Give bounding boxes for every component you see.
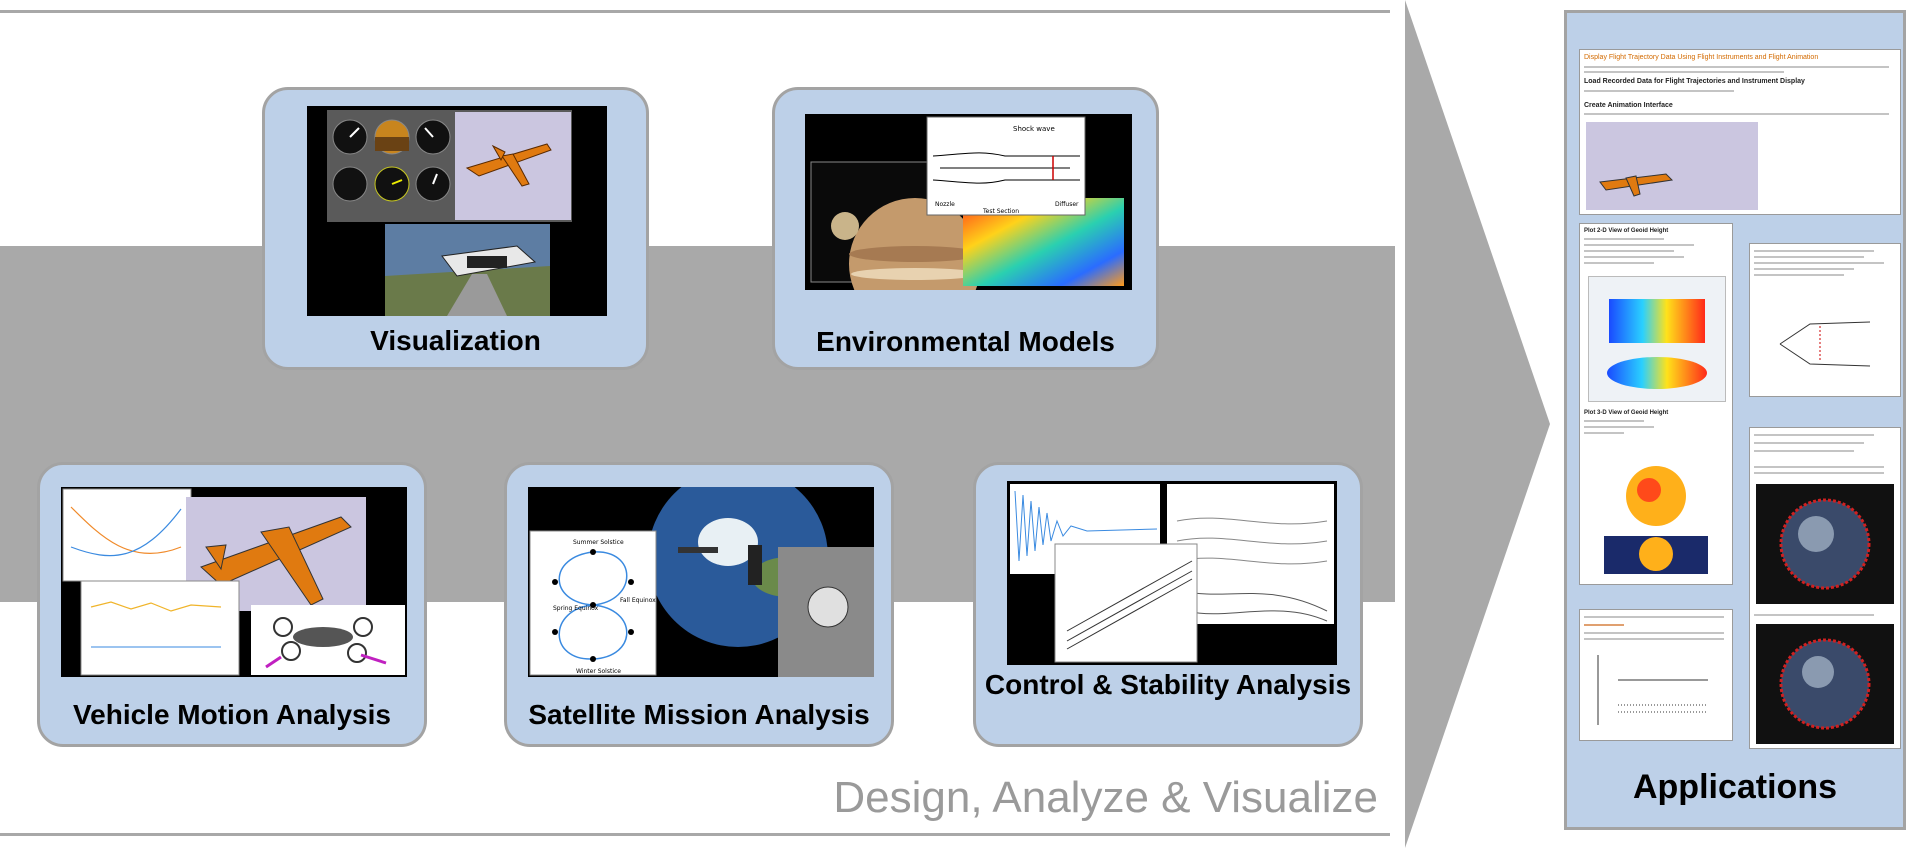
gauge-dials <box>332 119 451 202</box>
visualization-thumbnail <box>307 106 607 316</box>
timeline-figure <box>1597 655 1708 725</box>
doc2-heading: Plot 2-D View of Geoid Height <box>1584 228 1669 234</box>
shock-wave-text: Shock wave <box>1013 125 1055 133</box>
vehicle-motion-thumbnail <box>61 487 407 677</box>
satellite-mission-thumbnail: Summer Solstice Spring Equinox Fall Equi… <box>528 487 874 677</box>
winter-solstice-text: Winter Solstice <box>576 668 621 675</box>
environmental-thumbnail: Shock wave Nozzle Test Section Diffuser <box>805 114 1132 290</box>
app-doc-inlet[interactable] <box>1749 243 1901 397</box>
nozzle-text: Nozzle <box>935 201 955 208</box>
doc1-title: Display Flight Trajectory Data Using Fli… <box>1584 54 1819 61</box>
inlet-diagram <box>1779 321 1871 367</box>
summer-solstice-text: Summer Solstice <box>573 539 624 546</box>
satellite-mission-label: Satellite Mission Analysis <box>528 699 870 730</box>
control-plots-collage-image <box>1007 481 1337 665</box>
doc2-heading-3d: Plot 3-D View of Geoid Height <box>1584 410 1669 416</box>
doc1-plane-icon <box>1599 173 1674 197</box>
app-doc-timeline[interactable] <box>1579 609 1733 741</box>
app-doc-ground-station[interactable] <box>1749 427 1901 749</box>
test-section-text: Test Section <box>982 208 1019 215</box>
satellite-mission-card[interactable]: Summer Solstice Spring Equinox Fall Equi… <box>504 462 894 747</box>
applications-panel: Display Flight Trajectory Data Using Fli… <box>1564 10 1906 830</box>
flight-instruments-image <box>307 106 607 316</box>
vehicle-motion-label: Vehicle Motion Analysis <box>73 699 391 730</box>
ground-station-globe-2 <box>1756 624 1894 744</box>
flow-arrow <box>1395 0 1550 848</box>
vehicle-motion-collage-image <box>61 487 407 677</box>
footer-caption: Design, Analyze & Visualize <box>833 773 1378 822</box>
quadcopter-icon <box>265 617 387 669</box>
vehicle-motion-card[interactable]: Vehicle Motion Analysis <box>37 462 427 747</box>
app-doc-flight-trajectory[interactable]: Display Flight Trajectory Data Using Fli… <box>1579 49 1901 215</box>
visualization-label: Visualization <box>370 325 541 356</box>
doc2-globe-figure <box>1604 454 1708 574</box>
app-doc-geoid-height[interactable]: Plot 2-D View of Geoid Height Plot 3- <box>1579 223 1733 585</box>
doc1-heading-load: Load Recorded Data for Flight Trajectori… <box>1584 78 1805 85</box>
environmental-models-label: Environmental Models <box>816 326 1115 357</box>
environment-collage-image: Shock wave Nozzle Test Section Diffuser <box>805 114 1132 290</box>
applications-title: Applications <box>1632 768 1838 806</box>
orange-plane-icon <box>465 143 552 187</box>
doc1-heading-animation: Create Animation Interface <box>1584 102 1673 109</box>
bottom-rule <box>0 833 1390 836</box>
environmental-models-card[interactable]: Shock wave Nozzle Test Section Diffuser … <box>772 87 1159 370</box>
diffuser-text: Diffuser <box>1055 201 1079 208</box>
control-stability-card[interactable]: Control & Stability Analysis <box>973 462 1363 747</box>
spring-equinox-text: Spring Equinox <box>553 605 599 612</box>
ground-station-globe-1 <box>1756 484 1894 604</box>
control-stability-label: Control & Stability Analysis <box>984 669 1352 700</box>
control-stability-thumbnail <box>1007 481 1337 665</box>
spacecraft-icon <box>441 245 537 277</box>
doc2-map-figure <box>1588 276 1726 402</box>
orange-aircraft-icon <box>200 516 352 606</box>
doc1-animation-figure <box>1586 122 1758 210</box>
top-rule <box>0 10 1390 13</box>
visualization-card[interactable]: Visualization <box>262 87 649 370</box>
satellite-collage-image: Summer Solstice Spring Equinox Fall Equi… <box>528 487 874 677</box>
fall-equinox-text: Fall Equinox <box>620 597 656 604</box>
